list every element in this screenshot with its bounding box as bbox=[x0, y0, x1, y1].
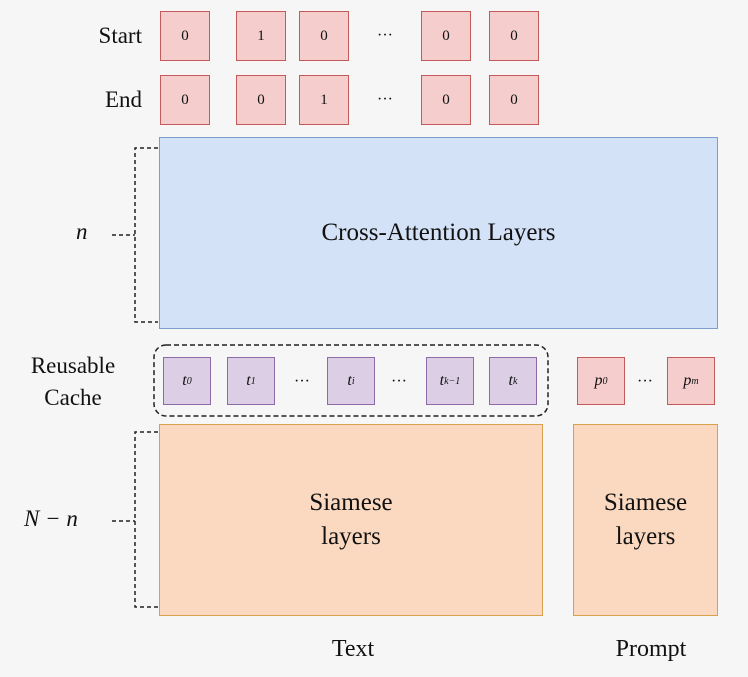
siamese-prompt-line2: layers bbox=[615, 523, 676, 550]
cache-token-subscript: k bbox=[513, 375, 518, 387]
cache-token-base: t bbox=[347, 372, 352, 389]
text-column-label: Text bbox=[331, 636, 375, 662]
cache-token-subscript: 1 bbox=[250, 375, 256, 387]
prompt-ellipsis: ··· bbox=[637, 373, 653, 390]
n-label: n bbox=[76, 219, 88, 244]
end-row-cell: 0 bbox=[160, 75, 210, 125]
siamese-prompt-block: Siamese layers bbox=[573, 424, 718, 616]
start-row-ellipsis: ··· bbox=[377, 27, 393, 44]
start-row-cell: 1 bbox=[236, 11, 286, 61]
cache-token-base: t bbox=[182, 372, 187, 389]
cache-token-subscript: i bbox=[351, 375, 355, 387]
end-row-cell: 0 bbox=[489, 75, 539, 125]
start-row-cell: 0 bbox=[421, 11, 471, 61]
cache-token-base: t bbox=[439, 372, 445, 389]
reusable-cache-label-line1: Reusable bbox=[30, 353, 116, 378]
big-n-minus-n-label: N − n bbox=[24, 506, 78, 531]
end-row-cell: 0 bbox=[236, 75, 286, 125]
cache-ellipsis: ··· bbox=[391, 373, 407, 390]
start-row-cell: 0 bbox=[160, 11, 210, 61]
prompt-token-subscript: m bbox=[691, 375, 699, 387]
cache-token-base: t bbox=[508, 372, 513, 389]
prompt-token-base: p bbox=[594, 372, 603, 389]
cross-attention-block: Cross-Attention Layers bbox=[159, 137, 718, 329]
cross-attention-label: Cross-Attention Layers bbox=[321, 219, 556, 246]
cache-token-base: t bbox=[246, 372, 251, 389]
prompt-token-base: p bbox=[683, 372, 692, 389]
end-row-ellipsis: ··· bbox=[377, 91, 393, 108]
siamese-text-line1: Siamese bbox=[309, 489, 393, 516]
top-bracket bbox=[134, 147, 158, 323]
bottom-bracket bbox=[134, 431, 158, 608]
siamese-text-line2: layers bbox=[321, 523, 381, 550]
prompt-column-label: Prompt bbox=[615, 636, 687, 662]
cache-ellipsis: ··· bbox=[294, 373, 310, 390]
end-row-cell: 0 bbox=[421, 75, 471, 125]
start-row-label: Start bbox=[98, 23, 142, 48]
start-row-cell: 0 bbox=[489, 11, 539, 61]
siamese-prompt-line1: Siamese bbox=[603, 489, 688, 516]
cache-token-subscript: k−1 bbox=[444, 375, 461, 387]
cache-token-subscript: 0 bbox=[186, 375, 192, 387]
start-row-cell: 0 bbox=[299, 11, 349, 61]
cache-outline bbox=[153, 344, 549, 417]
siamese-text-block: Siamese layers bbox=[159, 424, 543, 616]
reusable-cache-label: Reusable Cache bbox=[18, 350, 128, 414]
reusable-cache-label-line2: Cache bbox=[44, 385, 102, 410]
prompt-token-subscript: 0 bbox=[602, 375, 608, 387]
end-row-label: End bbox=[104, 87, 142, 112]
end-row-cell: 1 bbox=[299, 75, 349, 125]
